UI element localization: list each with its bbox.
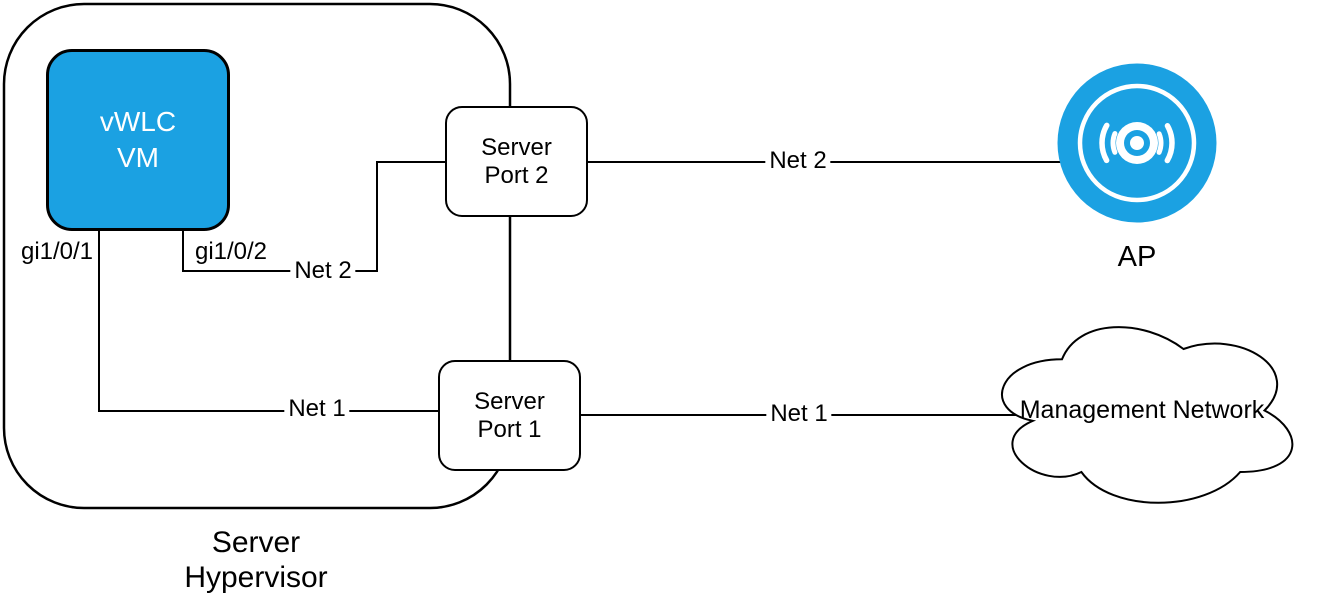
server-hypervisor-boundary (2, 2, 512, 510)
gi1-0-2-label: gi1/0/2 (194, 238, 268, 265)
ap-icon (1057, 63, 1217, 223)
ap-icon-outer-ring (1077, 83, 1197, 203)
net1-inner-label: Net 1 (284, 396, 350, 422)
link-gi1-0-1-net1 (98, 231, 445, 412)
management-network-label: Management Network (1019, 396, 1265, 424)
management-network-cloud (1001, 326, 1294, 504)
ap-icon-wave-inner (1110, 116, 1164, 170)
server-hypervisor-label: Server Hypervisor (184, 526, 328, 594)
server-port-1-label: Server Port 1 (474, 387, 545, 443)
server-port-1-node: Server Port 1 (438, 360, 581, 471)
net1-outer-label: Net 1 (766, 401, 832, 427)
vwlc-vm-node: vWLC VM (46, 49, 230, 231)
server-port-2-node: Server Port 2 (445, 106, 588, 217)
gi1-0-1-label: gi1/0/1 (20, 238, 94, 265)
net2-inner-label: Net 2 (290, 258, 356, 284)
net2-outer-label: Net 2 (765, 148, 831, 174)
ap-icon-wave-outer (1099, 105, 1175, 181)
vwlc-vm-label: vWLC VM (99, 106, 177, 173)
ap-icon-hub-dot (1130, 136, 1144, 150)
ap-label: AP (1117, 241, 1157, 273)
link-gi1-0-2-net2 (182, 161, 450, 272)
server-port-2-label: Server Port 2 (481, 133, 552, 189)
